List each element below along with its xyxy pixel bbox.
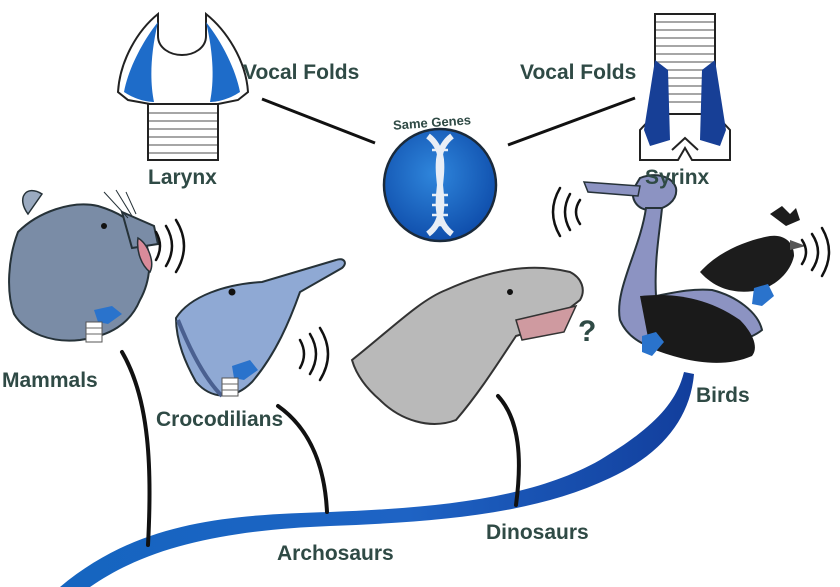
syrinx-connector (507, 96, 636, 147)
crocodilian-branch (276, 404, 329, 514)
dinosaur-branch (496, 394, 521, 507)
dna-icon (382, 127, 498, 243)
crocodilians-label: Crocodilians (156, 408, 284, 431)
archosaurs-label: Archosaurs (277, 542, 394, 565)
unknown-question-mark: ? (578, 315, 597, 348)
larynx-vocal-folds-label: Vocal Folds (243, 61, 360, 84)
mammal-illustration (8, 189, 160, 343)
birds-label: Birds (696, 384, 750, 407)
sound-waves-icon (154, 186, 831, 382)
mammal-branch (120, 350, 152, 547)
mammals-label: Mammals (2, 369, 98, 392)
syrinx-vocal-folds-label: Vocal Folds (520, 61, 637, 84)
larynx-connector (261, 97, 376, 145)
bird-illustration (582, 174, 806, 363)
archosaur-branch (60, 372, 694, 587)
larynx-label: Larynx (148, 166, 217, 189)
syrinx-label: Syrinx (645, 166, 710, 189)
dinosaurs-label: Dinosaurs (486, 521, 589, 544)
dinosaur-illustration (350, 266, 584, 425)
larynx-icon (116, 11, 250, 161)
syrinx-icon (639, 13, 731, 161)
crocodilian-illustration (174, 258, 346, 398)
